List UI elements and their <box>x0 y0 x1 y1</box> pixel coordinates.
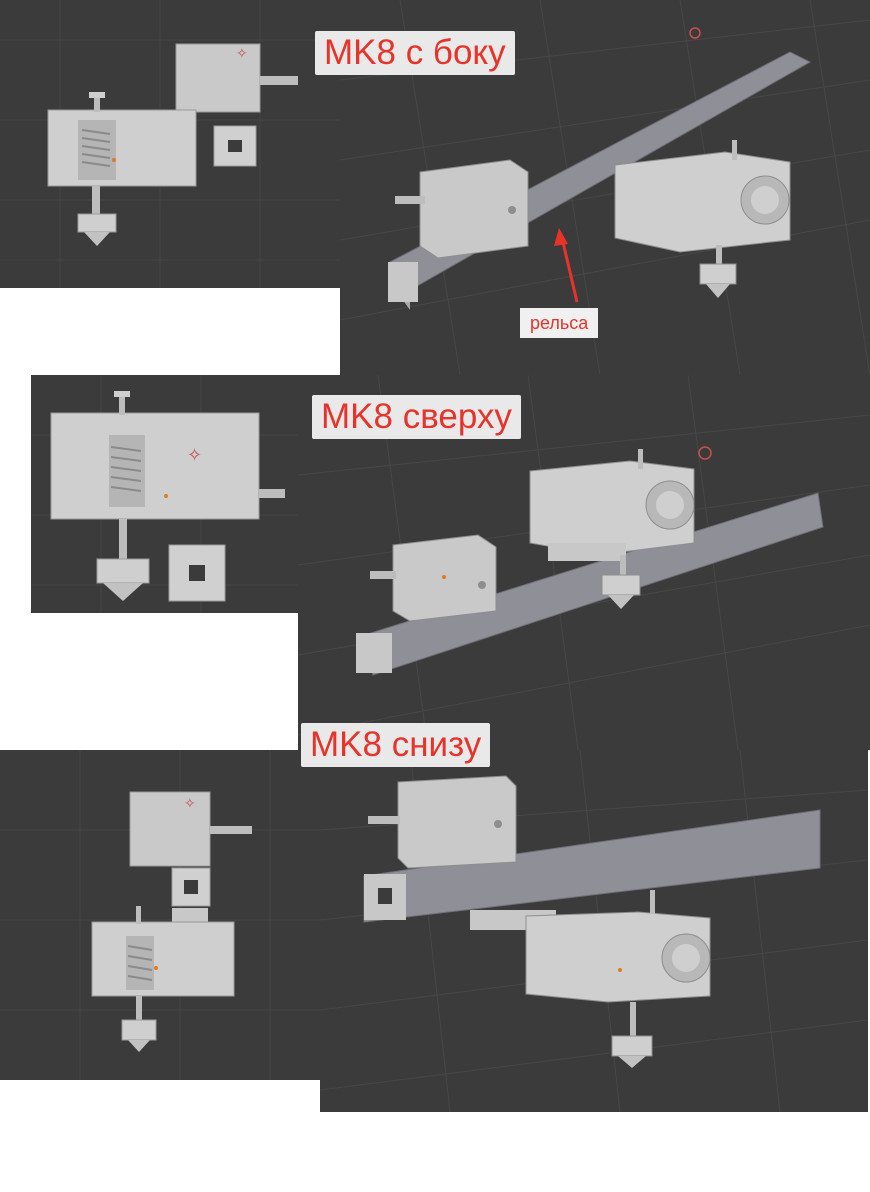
bottom-perspective-render <box>320 750 868 1112</box>
bottom-ortho-render: ✧ <box>0 750 320 1080</box>
viewport-top-ortho[interactable]: ✧ <box>31 375 298 613</box>
svg-text:✧: ✧ <box>236 46 248 62</box>
motor-shaft <box>260 76 298 85</box>
section-title-side: MK8 с боку <box>315 31 515 75</box>
motor-body <box>175 43 261 113</box>
viewport-bottom-perspective[interactable] <box>320 750 868 1112</box>
extruder-block <box>91 921 235 997</box>
motor-body <box>129 791 211 867</box>
section-title-bottom: MK8 снизу <box>301 723 491 767</box>
viewport-side-ortho[interactable]: ✧ <box>0 0 340 288</box>
viewport-bottom-ortho[interactable]: ✧ <box>0 750 320 1080</box>
extruder-block <box>50 412 260 520</box>
svg-text:✧: ✧ <box>184 796 196 812</box>
extruder-block <box>47 109 197 187</box>
side-ortho-render: ✧ <box>0 0 340 288</box>
top-ortho-render: ✧ <box>31 375 298 613</box>
section-title-top: MK8 сверху <box>312 395 521 439</box>
top-perspective-render <box>298 375 870 750</box>
svg-text:✧: ✧ <box>187 445 202 466</box>
viewport-top-perspective[interactable] <box>298 375 870 750</box>
rail-annotation-label: рельса <box>520 308 599 338</box>
side-perspective-render <box>340 0 870 375</box>
